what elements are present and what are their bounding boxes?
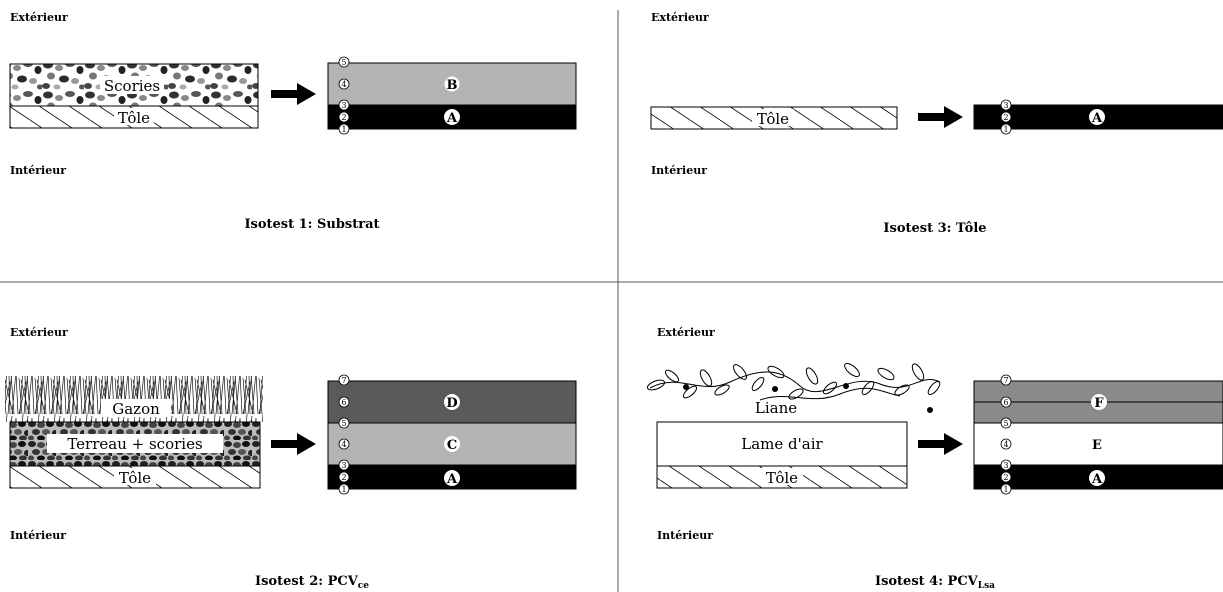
terreau-label: Terreau + scories [67,435,202,453]
transform-arrow [918,433,963,455]
interface-3: 3 [1003,101,1008,110]
interface-7: 7 [1003,376,1008,385]
interface-5: 5 [1003,419,1008,428]
transform-arrow [271,433,316,455]
interface-6: 6 [341,398,346,407]
interface-6: 6 [1003,398,1008,407]
interface-3: 3 [1003,461,1008,470]
quadrant-isotest-1: Extérieur Intérieur Scories Tôle B A 5 [9,11,577,232]
caption: Isotest 3: Tôle [883,221,986,236]
caption: Isotest 4: PCVLsa [875,574,995,591]
layer-label-F: F [1094,396,1104,411]
transform-arrow [918,106,963,128]
model-layers: F E A [973,380,1223,490]
transform-arrow [271,83,316,105]
physical-layers: Scories Tôle [9,63,259,129]
outside-label: Extérieur [10,11,68,24]
interface-7: 7 [341,376,346,385]
liane-vine [646,362,941,401]
liane-label: Liane [755,399,797,417]
physical-layers: Tôle [650,106,898,130]
quadrant-isotest-4: Extérieur Intérieur [646,326,1223,591]
interface-2: 2 [341,113,346,122]
inside-label: Intérieur [10,164,66,177]
layer-label-D: D [446,396,457,411]
interface-markers: 3 2 1 [1000,99,1012,135]
inside-label: Intérieur [10,529,66,542]
interface-1: 1 [1003,485,1008,494]
quadrant-isotest-2: Extérieur Intérieur Gazon Terreau + scor… [5,326,577,591]
layer-label-A: A [446,472,458,487]
tole-label: Tôle [757,110,789,128]
layer-label-E: E [1092,438,1102,453]
model-layers: A [973,104,1223,130]
interface-2: 2 [341,473,346,482]
interface-2: 2 [1003,473,1008,482]
liane-berries [683,383,933,413]
layer-label-A: A [1091,472,1103,487]
interface-5: 5 [341,58,346,67]
interface-2: 2 [1003,113,1008,122]
outside-label: Extérieur [10,326,68,339]
inside-label: Intérieur [651,164,707,177]
outside-label: Extérieur [657,326,715,339]
gazon-label: Gazon [112,400,160,418]
tole-label: Tôle [119,469,151,487]
model-layers: D C A [327,380,577,490]
layer-label-A: A [1091,111,1103,126]
inside-label: Intérieur [657,529,713,542]
interface-markers: 5 4 3 2 1 [338,56,350,135]
interface-3: 3 [341,101,346,110]
quadrant-isotest-3: Extérieur Intérieur Tôle A 3 2 1 Isotest… [650,11,1223,236]
interface-4: 4 [341,80,346,89]
model-layer-E [973,422,1223,466]
interface-markers: 7 6 5 4 3 2 1 [1000,374,1012,495]
physical-layers: Gazon Terreau + scories Tôle [5,376,263,489]
layer-label-B: B [447,78,458,93]
interface-markers: 7 6 5 4 3 2 1 [338,374,350,495]
interface-1: 1 [1003,125,1008,134]
interface-3: 3 [341,461,346,470]
tole-label: Tôle [766,469,798,487]
caption: Isotest 2: PCVce [255,574,369,591]
model-layers: B A [327,62,577,130]
caption: Isotest 1: Substrat [244,217,379,232]
air-gap-layer [656,421,908,467]
interface-1: 1 [341,485,346,494]
tole-label: Tôle [118,109,150,127]
interface-5: 5 [341,419,346,428]
physical-layers: Liane Lame d'air Tôle [646,362,941,489]
scories-label: Scories [104,77,160,95]
interface-1: 1 [341,125,346,134]
interface-4: 4 [1003,440,1008,449]
layer-label-A: A [446,111,458,126]
outside-label: Extérieur [651,11,709,24]
interface-4: 4 [341,440,346,449]
air-gap-label: Lame d'air [741,435,823,453]
layer-label-C: C [447,438,457,453]
